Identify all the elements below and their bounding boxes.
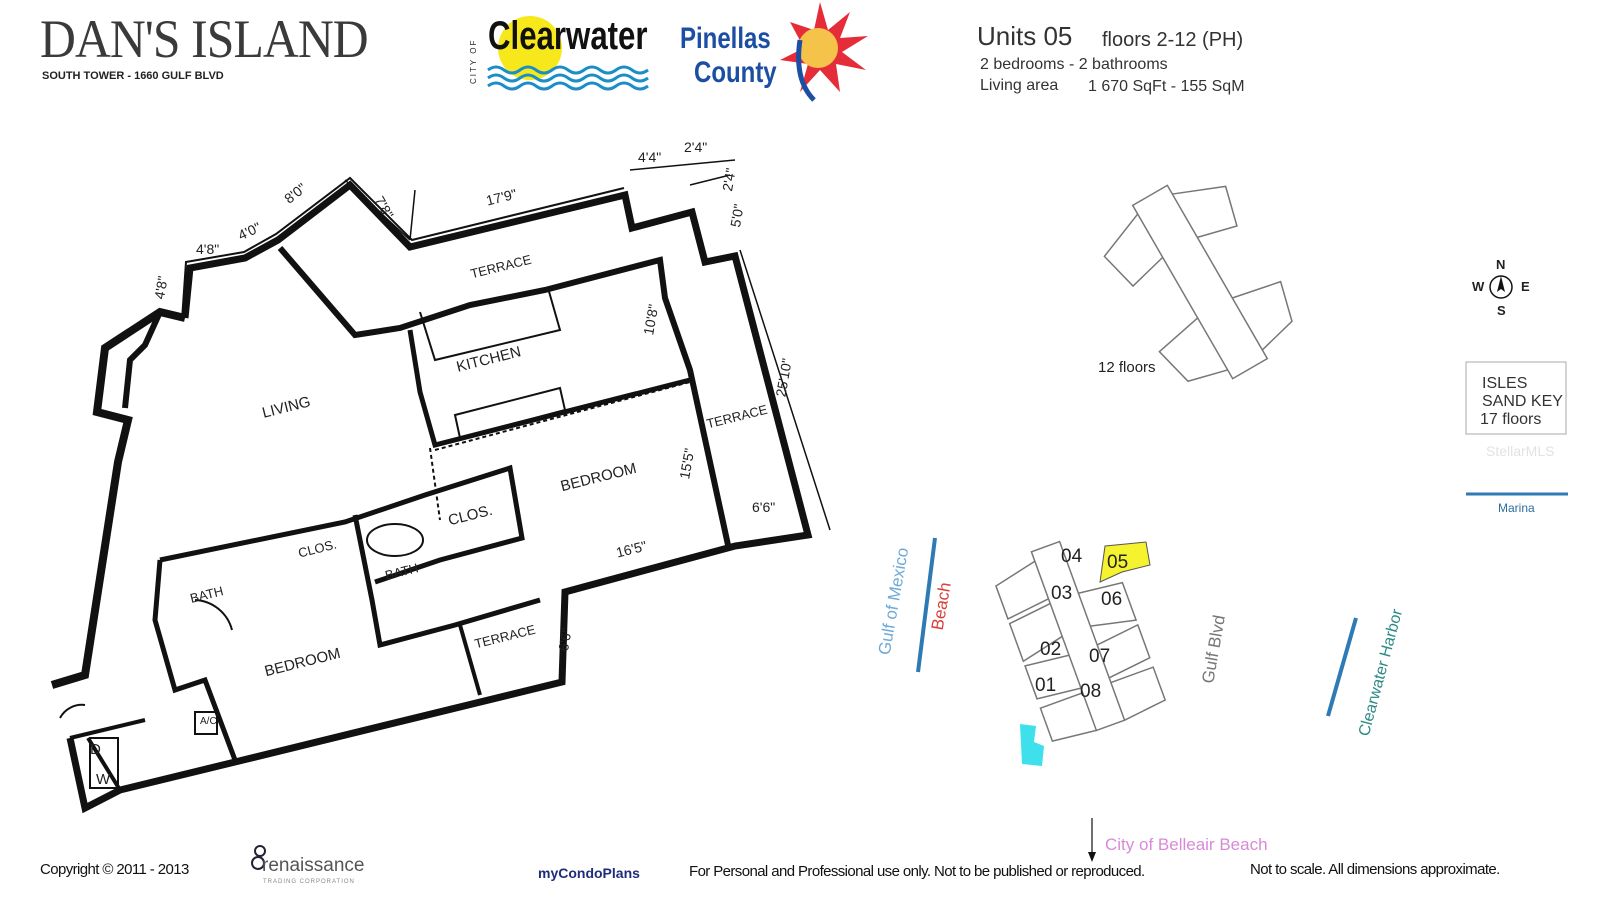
isles-label-3: 17 floors: [1480, 411, 1542, 428]
pool: [1020, 724, 1044, 766]
isles-label-2: SAND KEY: [1482, 393, 1563, 410]
terrace-rail: [181, 176, 625, 321]
living-area-label: Living area: [980, 77, 1059, 94]
copyright: Copyright © 2011 - 2013: [40, 861, 189, 878]
county-text: County: [694, 56, 777, 89]
unit-05: 05: [1107, 552, 1129, 573]
pinellas-sun: [780, 2, 868, 102]
unit-01: 01: [1035, 675, 1057, 696]
exterior-wall: [66, 180, 813, 814]
unit-07: 07: [1089, 646, 1111, 667]
south-tower: [995, 540, 1167, 742]
dim-7: 4'4": [638, 149, 662, 165]
scale-notice: Not to scale. All dimensions approximate…: [1250, 861, 1500, 878]
marina-label: Marina: [1498, 501, 1535, 515]
floor-plan: [50, 159, 831, 814]
compass-e: E: [1521, 279, 1530, 294]
floors-label: floors 2-12 (PH): [1102, 29, 1244, 51]
renaissance-subtext: TRADING CORPORATION: [263, 879, 355, 885]
project-subtitle: SOUTH TOWER - 1660 GULF BLVD: [42, 70, 224, 82]
pinellas-text: Pinellas: [680, 22, 771, 55]
dim-2: 4'8": [196, 241, 220, 257]
north-tower: [1103, 184, 1293, 383]
renaissance-mark: [251, 845, 266, 870]
unit-05-highlight: [1099, 541, 1151, 583]
compass-n: N: [1496, 257, 1506, 272]
mycondoplans-logo: myCondoPlans: [538, 865, 640, 881]
tower-floors-label: 12 floors: [1098, 359, 1156, 376]
renaissance-text: renaissance: [262, 855, 365, 876]
dryer: D: [90, 741, 101, 758]
isles-label-1: ISLES: [1482, 375, 1528, 392]
unit-03: 03: [1051, 583, 1073, 604]
washer: W: [96, 771, 111, 788]
dim-14: 6'6": [752, 499, 776, 515]
watermark: StellarMLS: [1486, 443, 1555, 459]
usage-notice: For Personal and Professional use only. …: [689, 863, 1145, 880]
dim-8: 2'4": [684, 139, 708, 155]
west-wall: [50, 307, 186, 689]
interior-walls: [277, 246, 731, 546]
compass-s: S: [1497, 303, 1506, 318]
living-area-value: 1 670 SqFt - 155 SqM: [1088, 78, 1245, 95]
clearwater-text: Clearwater: [488, 14, 648, 58]
unit-04: 04: [1061, 546, 1083, 567]
ac-unit: A/C: [200, 716, 217, 727]
belleair-label: City of Belleair Beach: [1105, 835, 1268, 854]
unit-06: 06: [1101, 589, 1123, 610]
compass-w: W: [1472, 279, 1485, 294]
rooms-label: 2 bedrooms - 2 bathrooms: [980, 56, 1168, 73]
clearwater-sun-waves: [487, 16, 649, 91]
unit-02: 02: [1040, 639, 1062, 660]
unit-08: 08: [1080, 681, 1102, 702]
units-label: Units 05: [977, 21, 1073, 51]
project-title: DAN'S ISLAND: [40, 9, 369, 69]
